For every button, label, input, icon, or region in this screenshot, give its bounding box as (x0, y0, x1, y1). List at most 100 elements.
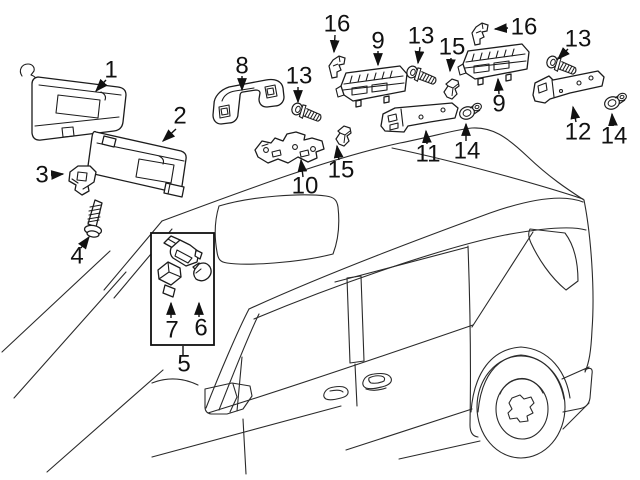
leader-10 (297, 158, 308, 178)
callout-1: 1 (104, 57, 117, 84)
roof-rear-facet-line (391, 147, 584, 200)
bracket-c (532, 70, 605, 104)
side-mirror (204, 382, 253, 415)
vanity-mirror-2 (135, 158, 175, 184)
clip-b (335, 125, 352, 147)
callout-labels: 1 2 3 4 5 6 7 8 9 9 10 11 12 13 13 13 14… (35, 11, 627, 378)
window-top-line (334, 246, 469, 283)
bulb-socket (157, 261, 182, 298)
cowl-line (151, 378, 199, 386)
rear-bumper-line (562, 367, 593, 413)
grommet-b (602, 91, 629, 112)
bracket-b (380, 102, 459, 133)
leader-9b (493, 77, 504, 95)
callout-12: 12 (565, 119, 592, 146)
screw-b (404, 63, 439, 89)
reading-lamp-b (457, 43, 530, 86)
callout-9a: 9 (371, 28, 384, 55)
c-pillar-seam (467, 245, 479, 438)
hubcap (507, 394, 535, 423)
front-door-seam (242, 418, 247, 475)
leader-3 (50, 170, 65, 180)
rocker-top-line (345, 408, 473, 451)
vent-window-line (236, 356, 243, 412)
leader-12 (570, 105, 581, 123)
body-bottom-front (398, 440, 481, 460)
quarter-window (528, 228, 579, 291)
body-crease-line (151, 405, 342, 458)
windshield-glass-2 (13, 271, 127, 399)
callout-9b: 9 (492, 91, 505, 118)
windshield-glass-1 (1, 250, 111, 353)
a-pillar-inner (218, 313, 260, 411)
retainer-b (471, 22, 489, 46)
leader-15b (333, 144, 344, 161)
gutter-bottom-line (253, 227, 587, 320)
callout-8: 8 (235, 53, 248, 80)
callout-7: 7 (165, 317, 178, 344)
side-mirror-inner (229, 383, 238, 413)
vehicle-outline (1, 127, 594, 475)
b-pillar (346, 275, 365, 364)
front-door-handle (323, 385, 349, 401)
clip-a (443, 78, 460, 100)
leader-16a (329, 34, 340, 54)
leader-1 (95, 78, 108, 93)
callout-11: 11 (416, 141, 441, 168)
sunroof (214, 194, 340, 265)
leader-lines (50, 23, 618, 355)
vanity-mirror (55, 94, 101, 119)
body-bottom-rear (562, 402, 590, 430)
callout-4: 4 (70, 243, 83, 270)
leader-15a (446, 57, 456, 73)
leader-13c (557, 47, 570, 60)
callout-2: 2 (173, 103, 186, 130)
belt-line (207, 324, 474, 414)
a-pillar-outer (205, 308, 250, 409)
callout-3: 3 (35, 162, 48, 189)
retainer-a (328, 55, 346, 79)
sun-visor-primary (19, 63, 127, 141)
callout-13c: 13 (565, 26, 592, 53)
leader-16b (493, 23, 509, 33)
leader-4 (78, 235, 90, 250)
bracket-a (254, 131, 325, 164)
callout-5: 5 (177, 351, 190, 378)
callout-6: 6 (194, 315, 207, 342)
bulb (192, 262, 212, 282)
leader-2 (161, 128, 177, 142)
wheel-arch-outer (470, 346, 571, 413)
callout-15a: 15 (439, 34, 466, 61)
wheel-arch-inner (477, 354, 565, 413)
visor-screw (83, 199, 103, 238)
sliding-door-handle (362, 372, 392, 391)
callout-16b: 16 (511, 14, 538, 41)
sliding-door-seam (354, 363, 358, 407)
screw-a (289, 100, 324, 126)
leader-13b (414, 46, 425, 65)
visor-clip (68, 165, 97, 196)
gutter-top-line (248, 197, 584, 310)
leader-14b (608, 112, 618, 127)
rear-edge-line (583, 199, 594, 373)
reading-lamp-a (335, 65, 408, 108)
hood-line (46, 369, 164, 473)
callout-13b: 13 (408, 23, 435, 50)
rear-wheel (476, 355, 566, 459)
callout-13a: 13 (286, 63, 313, 90)
dome-lamp (163, 235, 203, 267)
callout-16a: 16 (324, 11, 351, 38)
console-detail-box (150, 232, 215, 346)
roof-edge-line (161, 127, 585, 222)
grommet-a (457, 101, 484, 122)
callout-15b: 15 (328, 157, 355, 184)
rear-bumper-crease (561, 366, 590, 380)
assist-grip (212, 78, 285, 125)
callout-10: 10 (292, 173, 319, 200)
callout-14b: 14 (601, 123, 628, 150)
callout-14a: 14 (454, 138, 481, 165)
screw-c (544, 53, 579, 79)
sun-visor-secondary (87, 130, 187, 198)
